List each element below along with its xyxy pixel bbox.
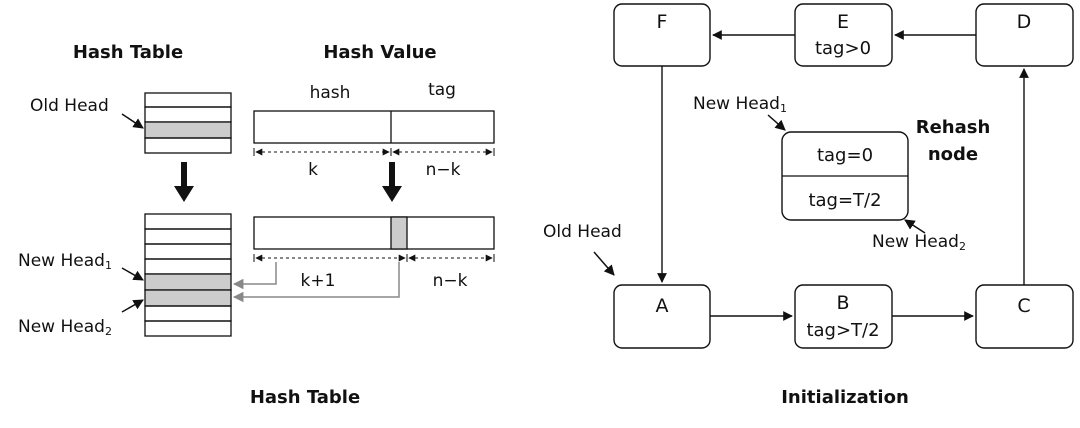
rehash-tag-half: tag=T/2	[808, 190, 881, 211]
right-caption: Initialization	[781, 387, 909, 408]
node-b: B tag>T/2	[794, 284, 893, 349]
new-head-2-pointer-left	[121, 299, 144, 313]
left-panel: Hash Table Hash Value Old Head New He	[18, 42, 495, 408]
left-caption: Hash Table	[250, 387, 360, 408]
node-a-label: A	[656, 295, 669, 317]
old-head-label-right: Old Head	[543, 222, 622, 242]
node-c-label: C	[1017, 295, 1030, 317]
node-e: E tag>0	[794, 3, 893, 67]
old-head-label-left: Old Head	[30, 96, 109, 116]
new-head-2-pointer-right	[904, 219, 926, 234]
new-head-2-label-left: New Head2	[18, 317, 112, 338]
hash-field-label: hash	[310, 83, 351, 103]
new-head-1-label-left: New Head1	[18, 251, 112, 272]
node-e-label: E	[837, 11, 849, 33]
width-marker-top	[253, 148, 495, 156]
new-head-1-pointer-right	[767, 114, 786, 131]
tag-field-label: tag	[428, 80, 456, 100]
new-head-1-label-right: New Head1	[693, 94, 787, 115]
old-head-pointer-left	[121, 113, 144, 129]
bit-to-bucket-links	[232, 262, 400, 303]
new-hash-table	[144, 213, 232, 337]
hash-value-bar-new	[253, 216, 495, 250]
rehash-node: tag=0 tag=T/2	[781, 131, 909, 221]
right-panel: F E tag>0 D A B tag>T/2 C	[543, 3, 1074, 408]
new-head-2-label-right: New Head2	[872, 232, 966, 253]
n-minus-k-label: n−k	[426, 160, 461, 180]
rehash-node-label-line1: Rehash	[916, 117, 991, 138]
hash-value-bar	[253, 110, 495, 144]
rehash-node-label-line2: node	[928, 144, 978, 165]
node-f: F	[613, 3, 711, 67]
old-hash-table	[144, 92, 232, 154]
hash-table-heading: Hash Table	[73, 42, 183, 63]
k-label: k	[308, 160, 318, 180]
new-head-1-pointer-left	[121, 267, 144, 281]
width-marker-bottom	[253, 254, 495, 262]
node-f-label: F	[657, 11, 668, 33]
node-b-tag: tag>T/2	[806, 320, 879, 341]
node-e-tag: tag>0	[815, 38, 871, 59]
node-a: A	[613, 284, 711, 349]
table-transform-arrow	[174, 162, 194, 202]
node-b-label: B	[836, 292, 849, 314]
rehash-tag-zero: tag=0	[817, 145, 873, 166]
node-c: C	[975, 284, 1074, 349]
ring-edges	[657, 30, 1029, 321]
node-d-label: D	[1017, 11, 1032, 33]
old-head-pointer-right	[593, 251, 615, 276]
k-plus-1-label: k+1	[301, 271, 336, 291]
hash-value-heading: Hash Value	[323, 42, 436, 63]
hash-transform-arrow	[382, 162, 402, 202]
n-minus-k-label-new: n−k	[433, 271, 468, 291]
node-d: D	[975, 3, 1074, 67]
